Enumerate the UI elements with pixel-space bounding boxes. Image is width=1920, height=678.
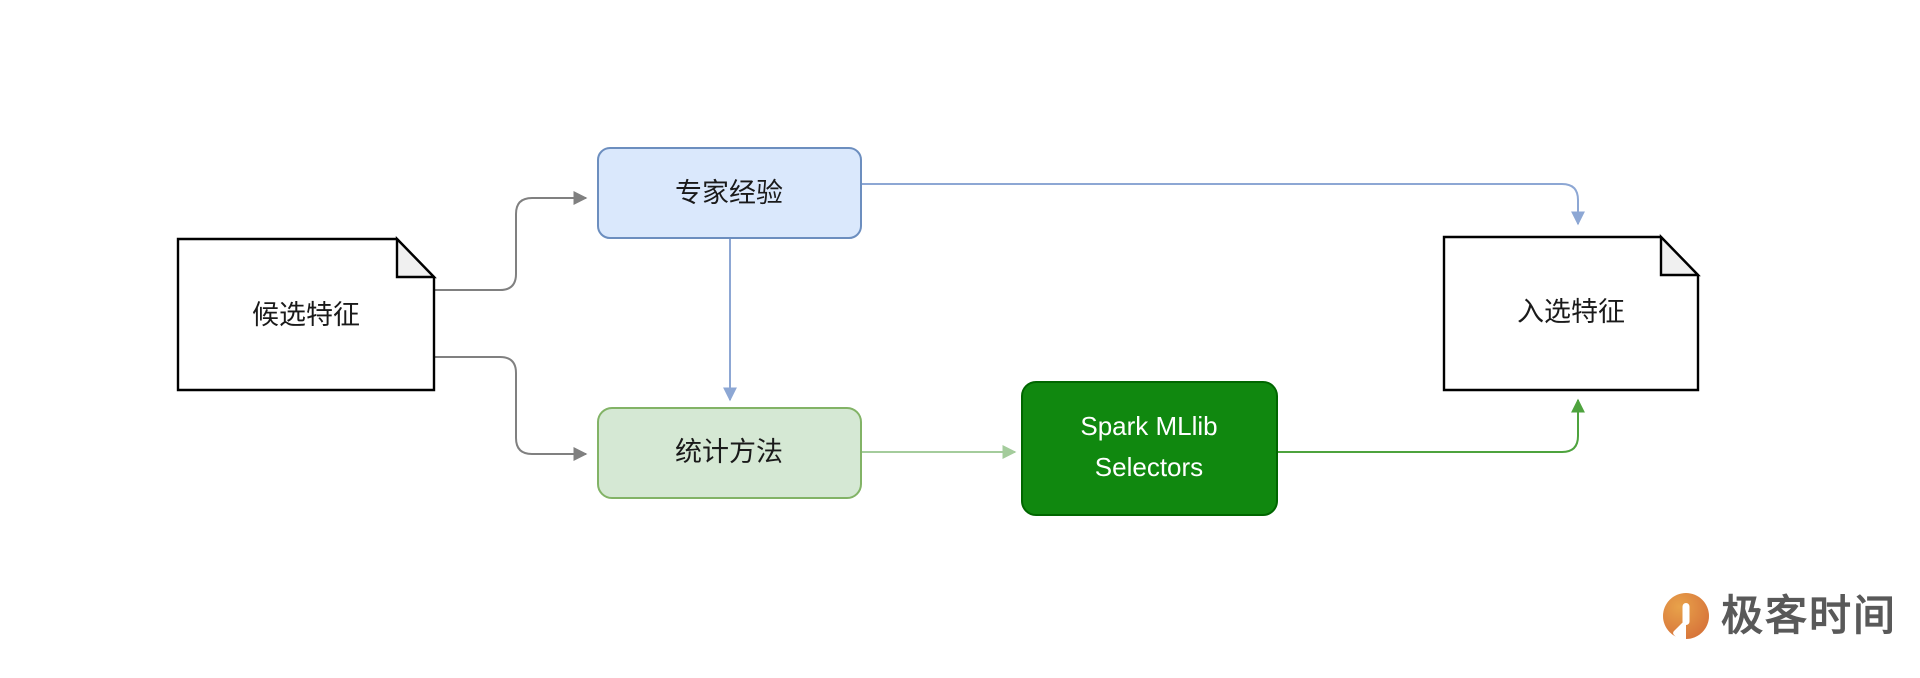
selected-features-label: 入选特征 (1517, 297, 1625, 327)
statistical-methods-label: 统计方法 (675, 437, 783, 467)
node-expert-experience[interactable]: 专家经验 (597, 147, 862, 239)
expert-experience-label: 专家经验 (675, 178, 783, 208)
edge-candidate-to-expert (434, 191, 588, 291)
selected-features-body (1442, 235, 1700, 392)
watermark-text: 极客时间 (1721, 592, 1898, 639)
selected-features-fold-icon (1659, 234, 1701, 277)
geektime-logo-icon (1663, 593, 1709, 639)
edge-spark-to-selected (1277, 398, 1585, 453)
statistical-methods-box (597, 407, 862, 499)
node-statistical-methods[interactable]: 统计方法 (597, 407, 862, 499)
expert-experience-box (597, 147, 862, 239)
watermark: 极客时间 (1663, 593, 1897, 639)
spark-mllib-selectors-label-line1: Spark MLlib (1080, 411, 1217, 441)
spark-mllib-selectors-box (1021, 381, 1278, 516)
spark-mllib-selectors-label-line2: Selectors (1095, 452, 1203, 482)
node-spark-mllib-selectors[interactable]: Spark MLlib Selectors (1021, 381, 1278, 516)
edge-expert-to-selected (861, 183, 1585, 226)
node-candidate-features[interactable]: 候选特征 (176, 236, 437, 392)
node-selected-features[interactable]: 入选特征 (1442, 234, 1701, 392)
candidate-features-label: 候选特征 (252, 300, 360, 330)
candidate-features-body (176, 237, 436, 392)
edge-candidate-to-statistical (434, 356, 588, 461)
candidate-features-fold-icon (395, 236, 437, 279)
